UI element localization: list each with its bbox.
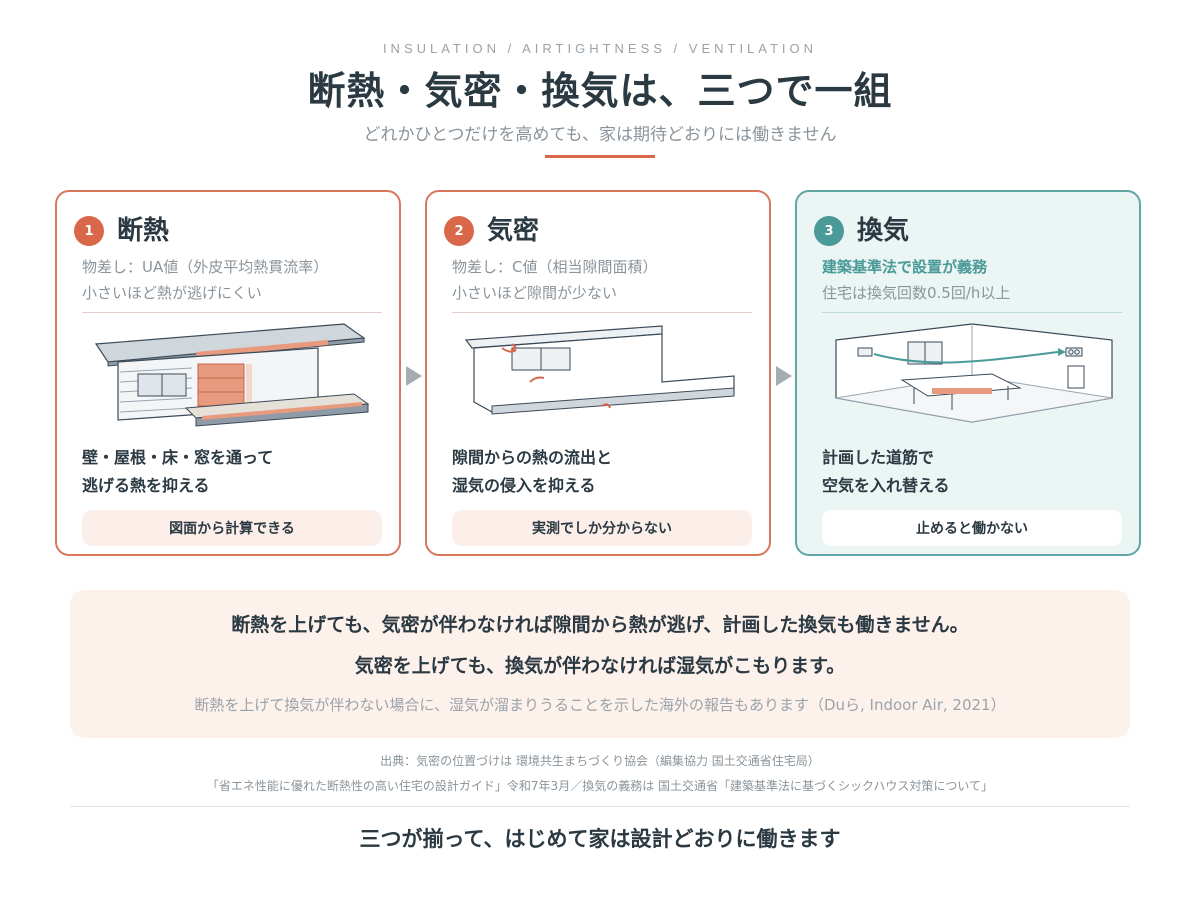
card-airtightness: 2 気密 物差し：C値（相当隙間面積） 小さいほど隙間が少ない 隙間からの熱の流… bbox=[425, 190, 771, 556]
card-metric-note: 小さいほど隙間が少ない bbox=[452, 284, 618, 302]
card-title: 気密 bbox=[487, 216, 540, 246]
card-title: 換気 bbox=[857, 216, 910, 246]
card-metric: 建築基準法で設置が義務 bbox=[822, 258, 988, 276]
step-number-badge: 1 bbox=[74, 216, 104, 246]
card-description-line-2: 湿気の侵入を抑える bbox=[452, 476, 596, 495]
card-key-point: 実測でしか分からない bbox=[452, 510, 752, 546]
summary-reference: 断熱を上げて換気が伴わない場合に、湿気が溜まりうることを示した海外の報告もありま… bbox=[194, 696, 1006, 714]
house-insulation-illustration bbox=[94, 323, 370, 427]
card-metric-note: 小さいほど熱が逃げにくい bbox=[82, 284, 262, 302]
summary-note-box: 断熱を上げても、気密が伴わなければ隙間から熱が逃げ、計画した換気も働きません。 … bbox=[70, 590, 1130, 738]
card-title: 断熱 bbox=[117, 216, 170, 246]
card-divider bbox=[82, 312, 382, 313]
step-number-badge: 3 bbox=[814, 216, 844, 246]
card-insulation: 1 断熱 物差し：UA値（外皮平均熱貫流率） 小さいほど熱が逃げにくい 壁・屋根… bbox=[55, 190, 401, 556]
card-key-point: 図面から計算できる bbox=[82, 510, 382, 546]
card-description-line-1: 隙間からの熱の流出と bbox=[452, 448, 613, 467]
summary-line-2: 気密を上げても、換気が伴わなければ湿気がこもります。 bbox=[354, 655, 846, 677]
card-description-line-1: 計画した道筋で bbox=[822, 448, 935, 467]
title-underline bbox=[545, 155, 655, 158]
airtight-room-illustration bbox=[464, 325, 735, 415]
card-metric-note: 住宅は換気回数0.5回/h以上 bbox=[822, 284, 1011, 302]
card-metric: 物差し：UA値（外皮平均熱貫流率） bbox=[82, 258, 329, 276]
arrow-right-icon bbox=[776, 366, 792, 386]
source-citation-line-2: 「省エネ性能に優れた断熱性の高い住宅の設計ガイド」令和7年3月／換気の義務は 国… bbox=[206, 779, 994, 793]
step-number-badge: 2 bbox=[444, 216, 474, 246]
closing-statement: 三つが揃って、はじめて家は設計どおりに働きます bbox=[359, 827, 841, 851]
card-key-point: 止めると働かない bbox=[822, 510, 1122, 546]
card-metric: 物差し：C値（相当隙間面積） bbox=[452, 258, 658, 276]
footer-divider bbox=[70, 806, 1130, 807]
page-title: 断熱・気密・換気は、三つで一組 bbox=[307, 69, 893, 113]
source-citation-line-1: 出典：気密の位置づけは 環境共生まちづくり協会（編集協力 国土交通省住宅局） bbox=[380, 754, 820, 768]
page-subtitle: どれかひとつだけを高めても、家は期待どおりには働きません bbox=[363, 125, 837, 145]
header-eyebrow: INSULATION / AIRTIGHTNESS / VENTILATION bbox=[382, 41, 818, 56]
card-divider bbox=[452, 312, 752, 313]
ventilation-room-illustration bbox=[835, 323, 1113, 423]
arrow-right-icon bbox=[406, 366, 422, 386]
card-description-line-2: 逃げる熱を抑える bbox=[82, 476, 210, 495]
card-description-line-1: 壁・屋根・床・窓を通って bbox=[82, 448, 274, 467]
summary-line-1: 断熱を上げても、気密が伴わなければ隙間から熱が逃げ、計画した換気も働きません。 bbox=[231, 614, 969, 636]
card-ventilation: 3 換気 建築基準法で設置が義務 住宅は換気回数0.5回/h以上 計画した道筋で… bbox=[795, 190, 1141, 556]
card-divider bbox=[822, 312, 1122, 313]
card-description-line-2: 空気を入れ替える bbox=[822, 476, 950, 495]
